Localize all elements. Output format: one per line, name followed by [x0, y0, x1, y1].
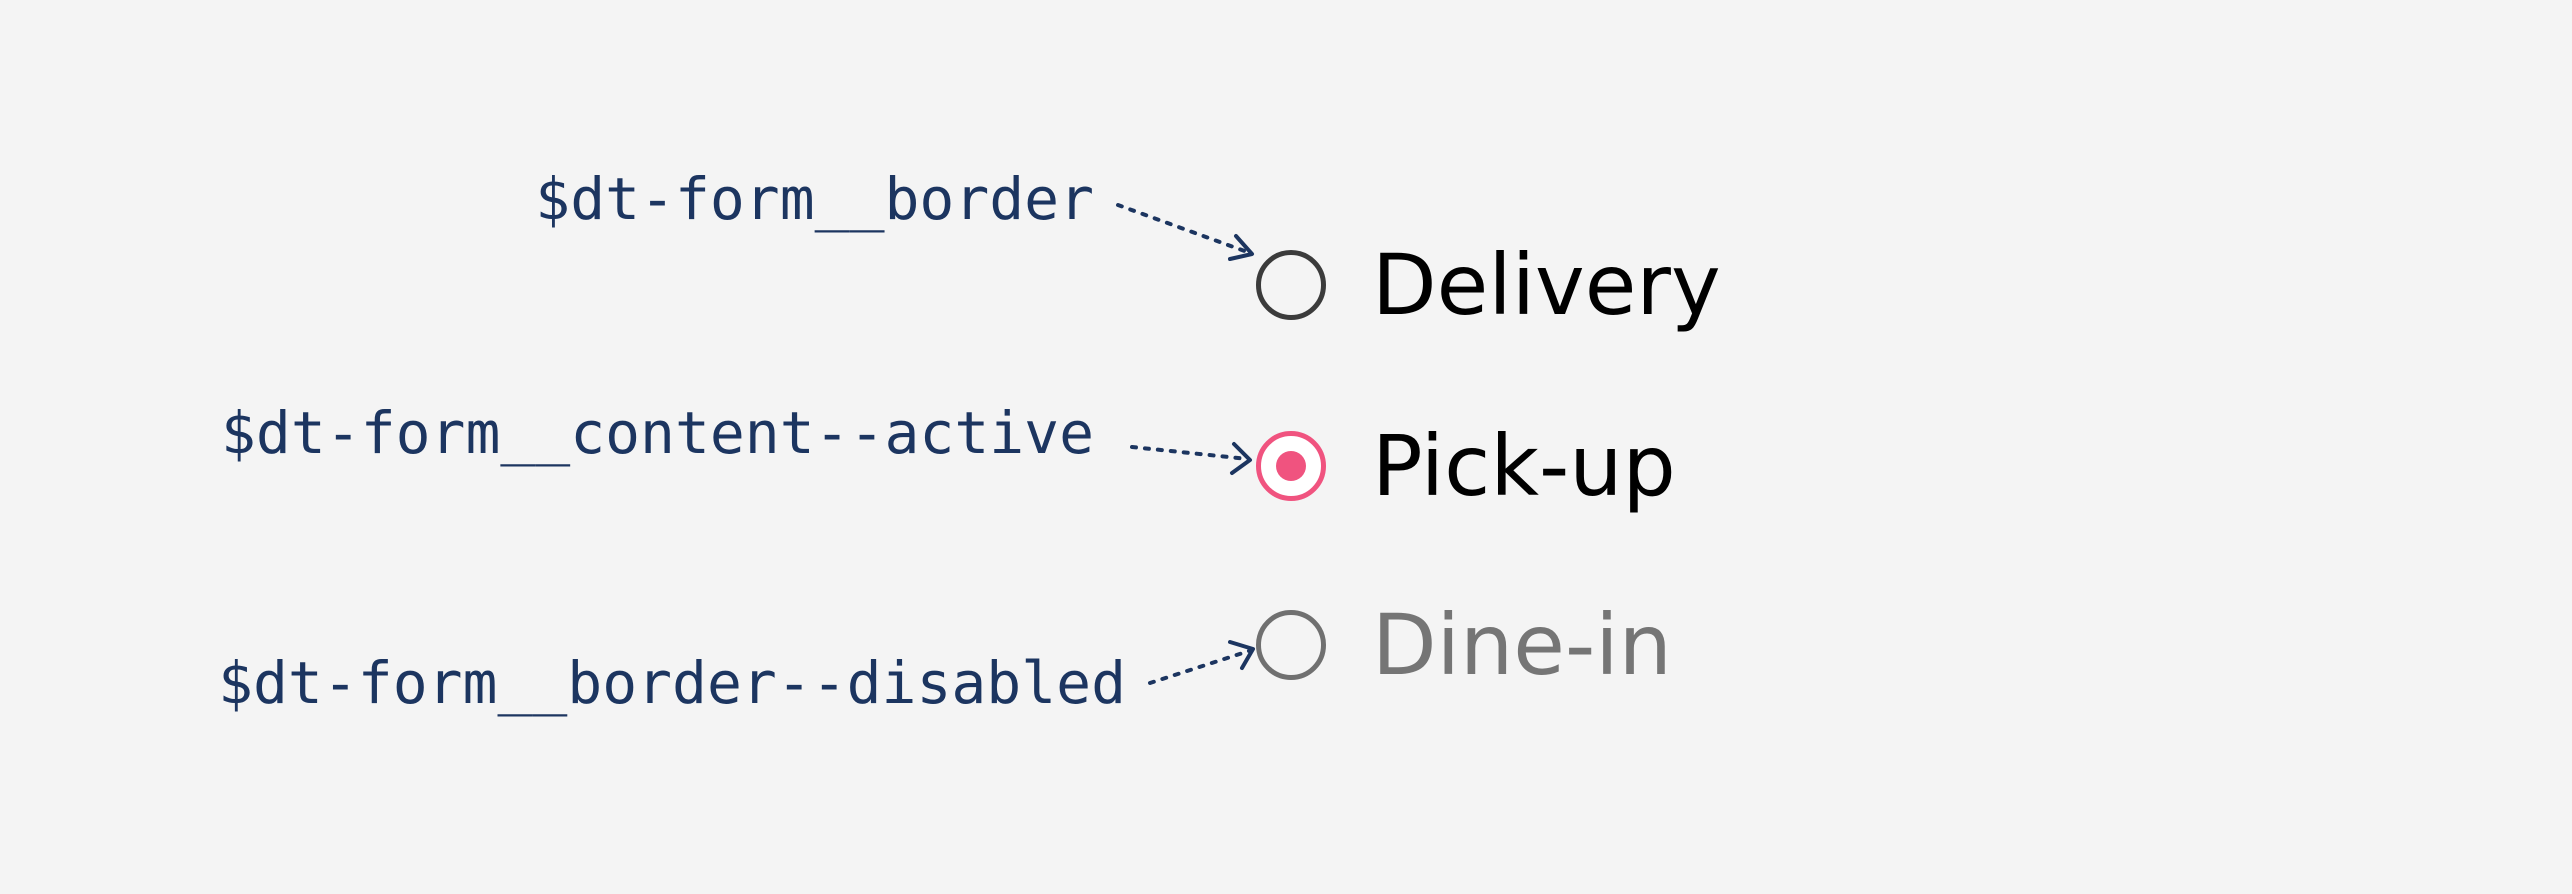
arrow-to-dinein-radio [1148, 648, 1254, 685]
annotation-border-disabled-token: $dt-form__border--disabled [218, 649, 1126, 717]
radio-delivery[interactable] [1256, 250, 1326, 320]
annotation-content-active-token: $dt-form__content--active [221, 399, 1094, 467]
radio-label-dinein: Dine-in [1372, 596, 1672, 694]
arrow-to-pickup-radio [1130, 445, 1250, 461]
radio-checked-dot [1276, 451, 1306, 481]
radio-label-delivery: Delivery [1372, 236, 1721, 334]
radio-pickup[interactable] [1256, 431, 1326, 501]
radio-option-delivery[interactable]: Delivery [1256, 240, 1721, 330]
annotation-border-token: $dt-form__border [535, 165, 1094, 233]
radio-label-pickup: Pick-up [1372, 417, 1676, 515]
radio-option-pickup[interactable]: Pick-up [1256, 421, 1676, 511]
arrow-to-delivery-radio [1116, 203, 1252, 255]
radio-option-dinein: Dine-in [1256, 600, 1672, 690]
arrowhead-dinein [1228, 640, 1255, 670]
arrowhead-pickup [1230, 442, 1252, 475]
radio-dinein [1256, 610, 1326, 680]
arrowhead-delivery [1228, 234, 1254, 261]
